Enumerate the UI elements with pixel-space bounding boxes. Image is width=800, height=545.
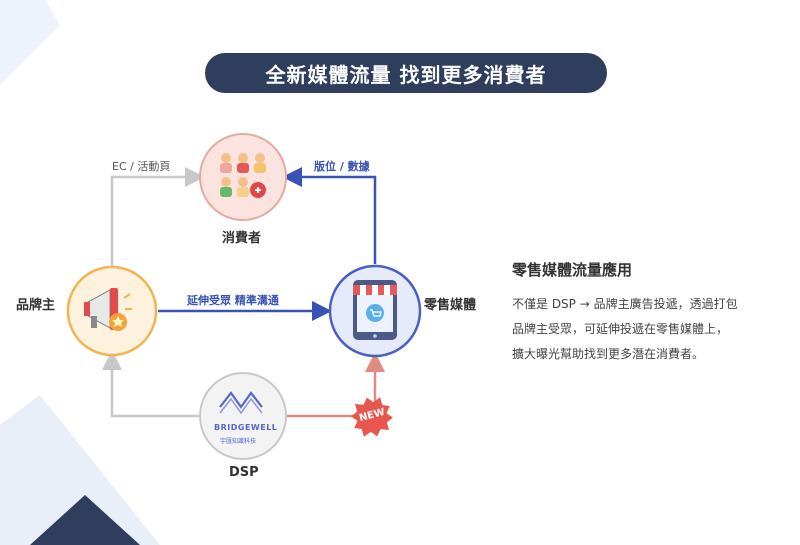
retail-media-node xyxy=(328,264,422,358)
side-heading: 零售媒體流量應用 xyxy=(512,261,633,279)
side-description: 不僅是 DSP → 品牌主廣告投遞，透過打包 品牌主受眾，可延伸投遞在零售媒體上… xyxy=(512,292,797,367)
new-badge xyxy=(351,397,393,437)
bridgewell-logo-subtitle: 宇匯知識科技 xyxy=(220,438,257,445)
people-icon xyxy=(220,153,266,198)
corner-decoration-bottom-left xyxy=(0,395,160,545)
brand-label: 品牌主 xyxy=(16,298,56,313)
edge-placement-data xyxy=(282,167,377,264)
bridgewell-logo-icon xyxy=(219,391,263,415)
brand-node xyxy=(66,265,158,357)
edge-dsp-to-brand xyxy=(102,350,200,418)
side-line: 不僅是 DSP → 品牌主廣告投遞，透過打包 xyxy=(512,297,738,311)
edge-ec-activity xyxy=(110,167,205,268)
tablet-store-icon xyxy=(353,280,397,340)
edge-label-ec-activity: EC / 活動頁 xyxy=(112,160,171,173)
bridgewell-logo-name: BRIDGEWELL xyxy=(214,423,278,432)
dsp-node xyxy=(199,372,287,460)
retail-media-label: 零售媒體 xyxy=(424,298,477,313)
consumer-label: 消費者 xyxy=(222,231,262,246)
page-title: 全新媒體流量 找到更多消費者 xyxy=(205,53,607,93)
corner-decoration-top-left xyxy=(0,0,60,85)
megaphone-icon xyxy=(84,288,132,331)
edge-label-extend-audience: 延伸受眾 精準溝通 xyxy=(187,294,279,307)
edge-label-placement-data: 版位 / 數據 xyxy=(314,160,370,173)
dsp-label: DSP xyxy=(229,465,259,480)
side-line: 品牌主受眾，可延伸投遞在零售媒體上， xyxy=(512,322,729,336)
consumer-node xyxy=(199,133,287,221)
side-line: 擴大曝光幫助找到更多潛在消費者。 xyxy=(512,347,705,361)
